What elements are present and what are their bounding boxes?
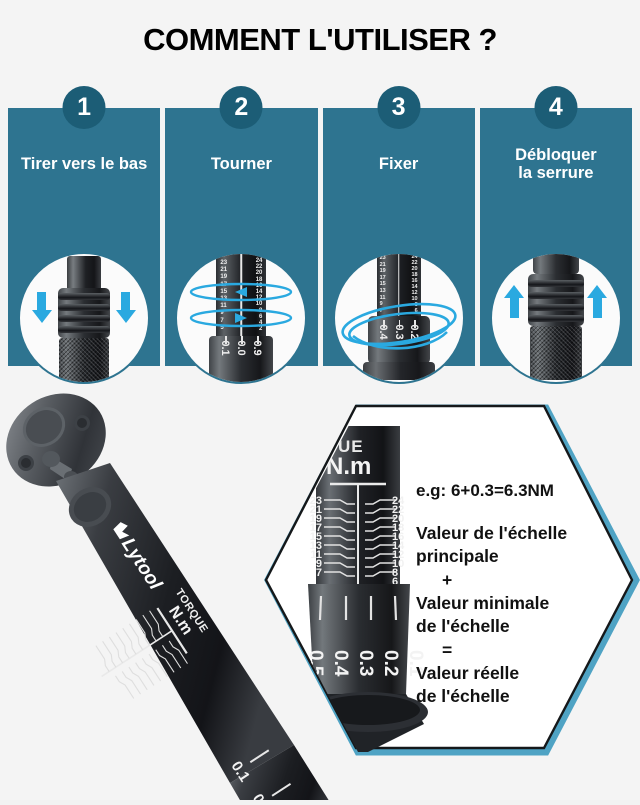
svg-text:0.3: 0.3 — [355, 650, 376, 676]
step-image-1 — [18, 252, 151, 384]
tool-grip — [59, 338, 110, 382]
svg-text:19: 19 — [310, 513, 322, 525]
svg-text:7: 7 — [316, 567, 322, 579]
step-label-4-line2: la serrure — [518, 164, 594, 183]
callout-line-5: Valeur réelle — [416, 663, 520, 684]
callout-line-6: de l'échelle — [416, 686, 510, 707]
product-photo: Lytool TORQUE N.m — [0, 385, 414, 805]
step-number-1: 1 — [62, 86, 106, 129]
svg-text:12: 12 — [392, 549, 404, 561]
step-label-2: Tourner — [210, 155, 272, 173]
ratchet-head — [6, 393, 106, 487]
arrows-up-icon — [509, 298, 519, 318]
micrometer-collar-4: 0.40.30.2 — [532, 254, 579, 274]
step-number-3: 3 — [377, 86, 421, 129]
step-label-3: Fixer — [378, 155, 419, 173]
svg-text:21: 21 — [310, 504, 322, 516]
callout-line-4: de l'échelle — [416, 616, 510, 637]
tool-collar-4 — [527, 274, 584, 326]
svg-text:16: 16 — [392, 531, 404, 543]
svg-text:6: 6 — [392, 576, 398, 588]
svg-text:8: 8 — [392, 567, 398, 579]
svg-text:23: 23 — [310, 495, 322, 507]
step-panel-4: 4 Débloquer la serrure 0.40.30.2 — [479, 86, 632, 384]
svg-text:UE: UE — [338, 437, 364, 456]
swirl-lock-icon — [340, 302, 457, 350]
page-title: COMMENT L'UTILISER ? — [143, 22, 497, 57]
step-panel-1: 1 Tirer vers le bas — [8, 86, 161, 384]
tool-tip — [67, 256, 102, 290]
callout-line-3: Valeur minimale — [416, 592, 550, 613]
svg-text:15: 15 — [310, 531, 322, 543]
torque-wrench-illustration: Lytool TORQUE N.m — [6, 393, 332, 805]
step-number-2: 2 — [219, 86, 263, 129]
callout-equals-sign: = — [442, 639, 453, 660]
tool-collar — [58, 288, 111, 338]
svg-text:N.m: N.m — [326, 453, 371, 480]
callout-example: e.g: 6+0.3=6.3NM — [416, 481, 554, 500]
step-number-4: 4 — [534, 86, 578, 129]
svg-text:20: 20 — [392, 513, 404, 525]
step-label-1: Tirer vers le bas — [20, 155, 148, 173]
callout-plus-sign: + — [442, 569, 453, 590]
step-label-4-line1: Débloquer — [515, 146, 597, 164]
tool-grip-4 — [529, 326, 582, 380]
svg-text:11: 11 — [310, 549, 322, 561]
svg-text:0.4: 0.4 — [330, 650, 351, 677]
svg-text:0.2: 0.2 — [380, 650, 401, 676]
svg-text:17: 17 — [310, 522, 322, 534]
svg-text:10: 10 — [392, 558, 404, 570]
callout-text-block: e.g: 6+0.3=6.3NM Valeur de l'échelle pri… — [416, 480, 626, 709]
callout-line-2: principale — [416, 546, 499, 567]
svg-text:0.1: 0.1 — [405, 650, 426, 677]
svg-text:22: 22 — [392, 504, 404, 516]
wrench-shaft — [56, 463, 294, 783]
arrows-down-icon — [37, 292, 47, 312]
callout-line-1: Valeur de l'échelle — [416, 522, 568, 543]
svg-text:14: 14 — [392, 540, 405, 552]
svg-text:18: 18 — [392, 522, 404, 534]
step-label-4: Débloquer la serrure — [480, 146, 632, 183]
svg-text:9: 9 — [316, 558, 322, 570]
rotate-arrows-icon — [190, 282, 293, 328]
svg-text:13: 13 — [310, 540, 322, 552]
tool-base-3 — [362, 362, 435, 380]
svg-text:24: 24 — [392, 495, 405, 507]
step-image-4: 0.40.30.2 — [489, 252, 622, 384]
